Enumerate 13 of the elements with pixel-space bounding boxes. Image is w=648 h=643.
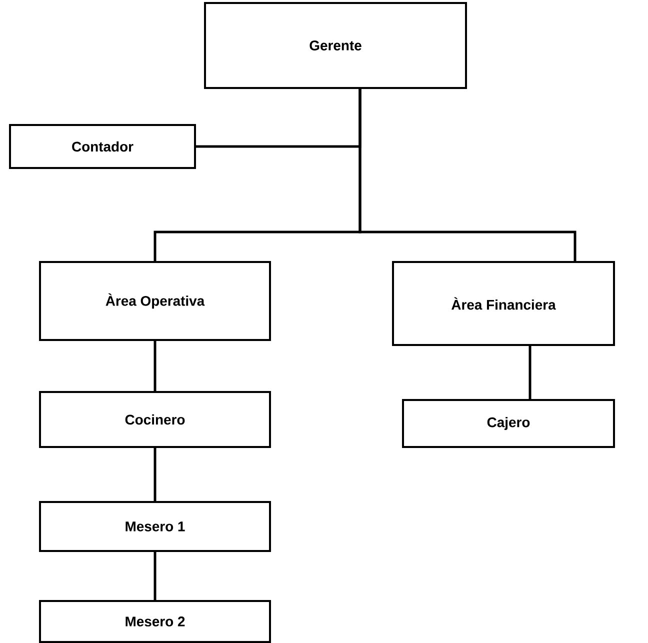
connector-line: [358, 89, 576, 261]
org-box: Cajero: [402, 399, 615, 448]
org-box: Contador: [9, 124, 196, 169]
connector-line: [154, 448, 156, 501]
connector-line: [528, 346, 532, 399]
org-box: Cocinero: [39, 391, 271, 448]
connector-line: [154, 552, 156, 600]
org-box: Mesero 2: [39, 600, 271, 643]
connector-line: [154, 341, 156, 391]
org-box: Àrea Operativa: [39, 261, 271, 341]
org-box: Àrea Financiera: [392, 261, 615, 346]
org-box: Gerente: [204, 2, 467, 89]
org-box: Mesero 1: [39, 501, 271, 552]
